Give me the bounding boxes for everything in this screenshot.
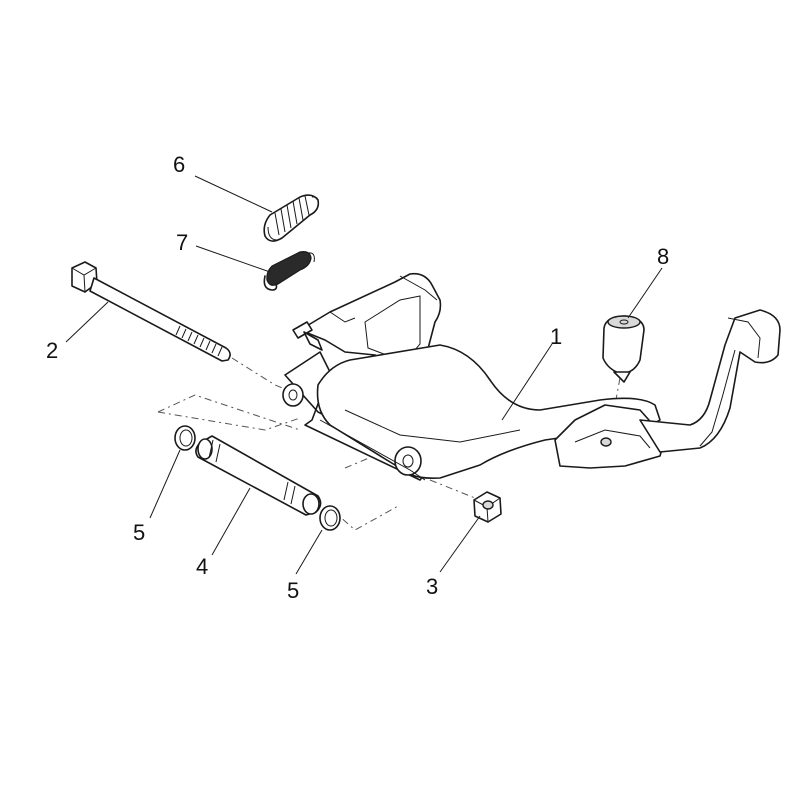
callout-labels: 1 2 3 4 5 5 6 7 8 xyxy=(46,152,669,603)
leader-6 xyxy=(194,175,273,213)
callout-8: 8 xyxy=(657,244,669,269)
spring-small-part xyxy=(263,251,315,291)
leader-5a xyxy=(149,449,181,519)
spring-large-part xyxy=(263,194,320,242)
leader-1 xyxy=(501,343,553,421)
center-stand-part xyxy=(282,272,781,481)
leader-3 xyxy=(439,515,481,573)
callout-1: 1 xyxy=(550,324,562,349)
leader-4 xyxy=(211,487,251,556)
leader-7 xyxy=(195,245,271,273)
leader-lines xyxy=(65,175,663,575)
bolt-part xyxy=(71,261,231,362)
leader-8 xyxy=(627,267,663,319)
rubber-stopper-part xyxy=(602,315,645,383)
nut-part xyxy=(473,491,502,523)
callout-6: 6 xyxy=(173,152,185,177)
callout-7: 7 xyxy=(176,230,188,255)
leader-5b xyxy=(295,529,323,575)
washer-right-part xyxy=(319,505,341,531)
washer-left-part xyxy=(174,425,196,451)
callout-4: 4 xyxy=(196,554,208,579)
pivot-pin-part xyxy=(195,435,322,516)
leader-2 xyxy=(65,301,109,343)
callout-5-right: 5 xyxy=(287,578,299,603)
callout-2: 2 xyxy=(46,338,58,363)
callout-5-left: 5 xyxy=(133,520,145,545)
callout-3: 3 xyxy=(426,574,438,599)
